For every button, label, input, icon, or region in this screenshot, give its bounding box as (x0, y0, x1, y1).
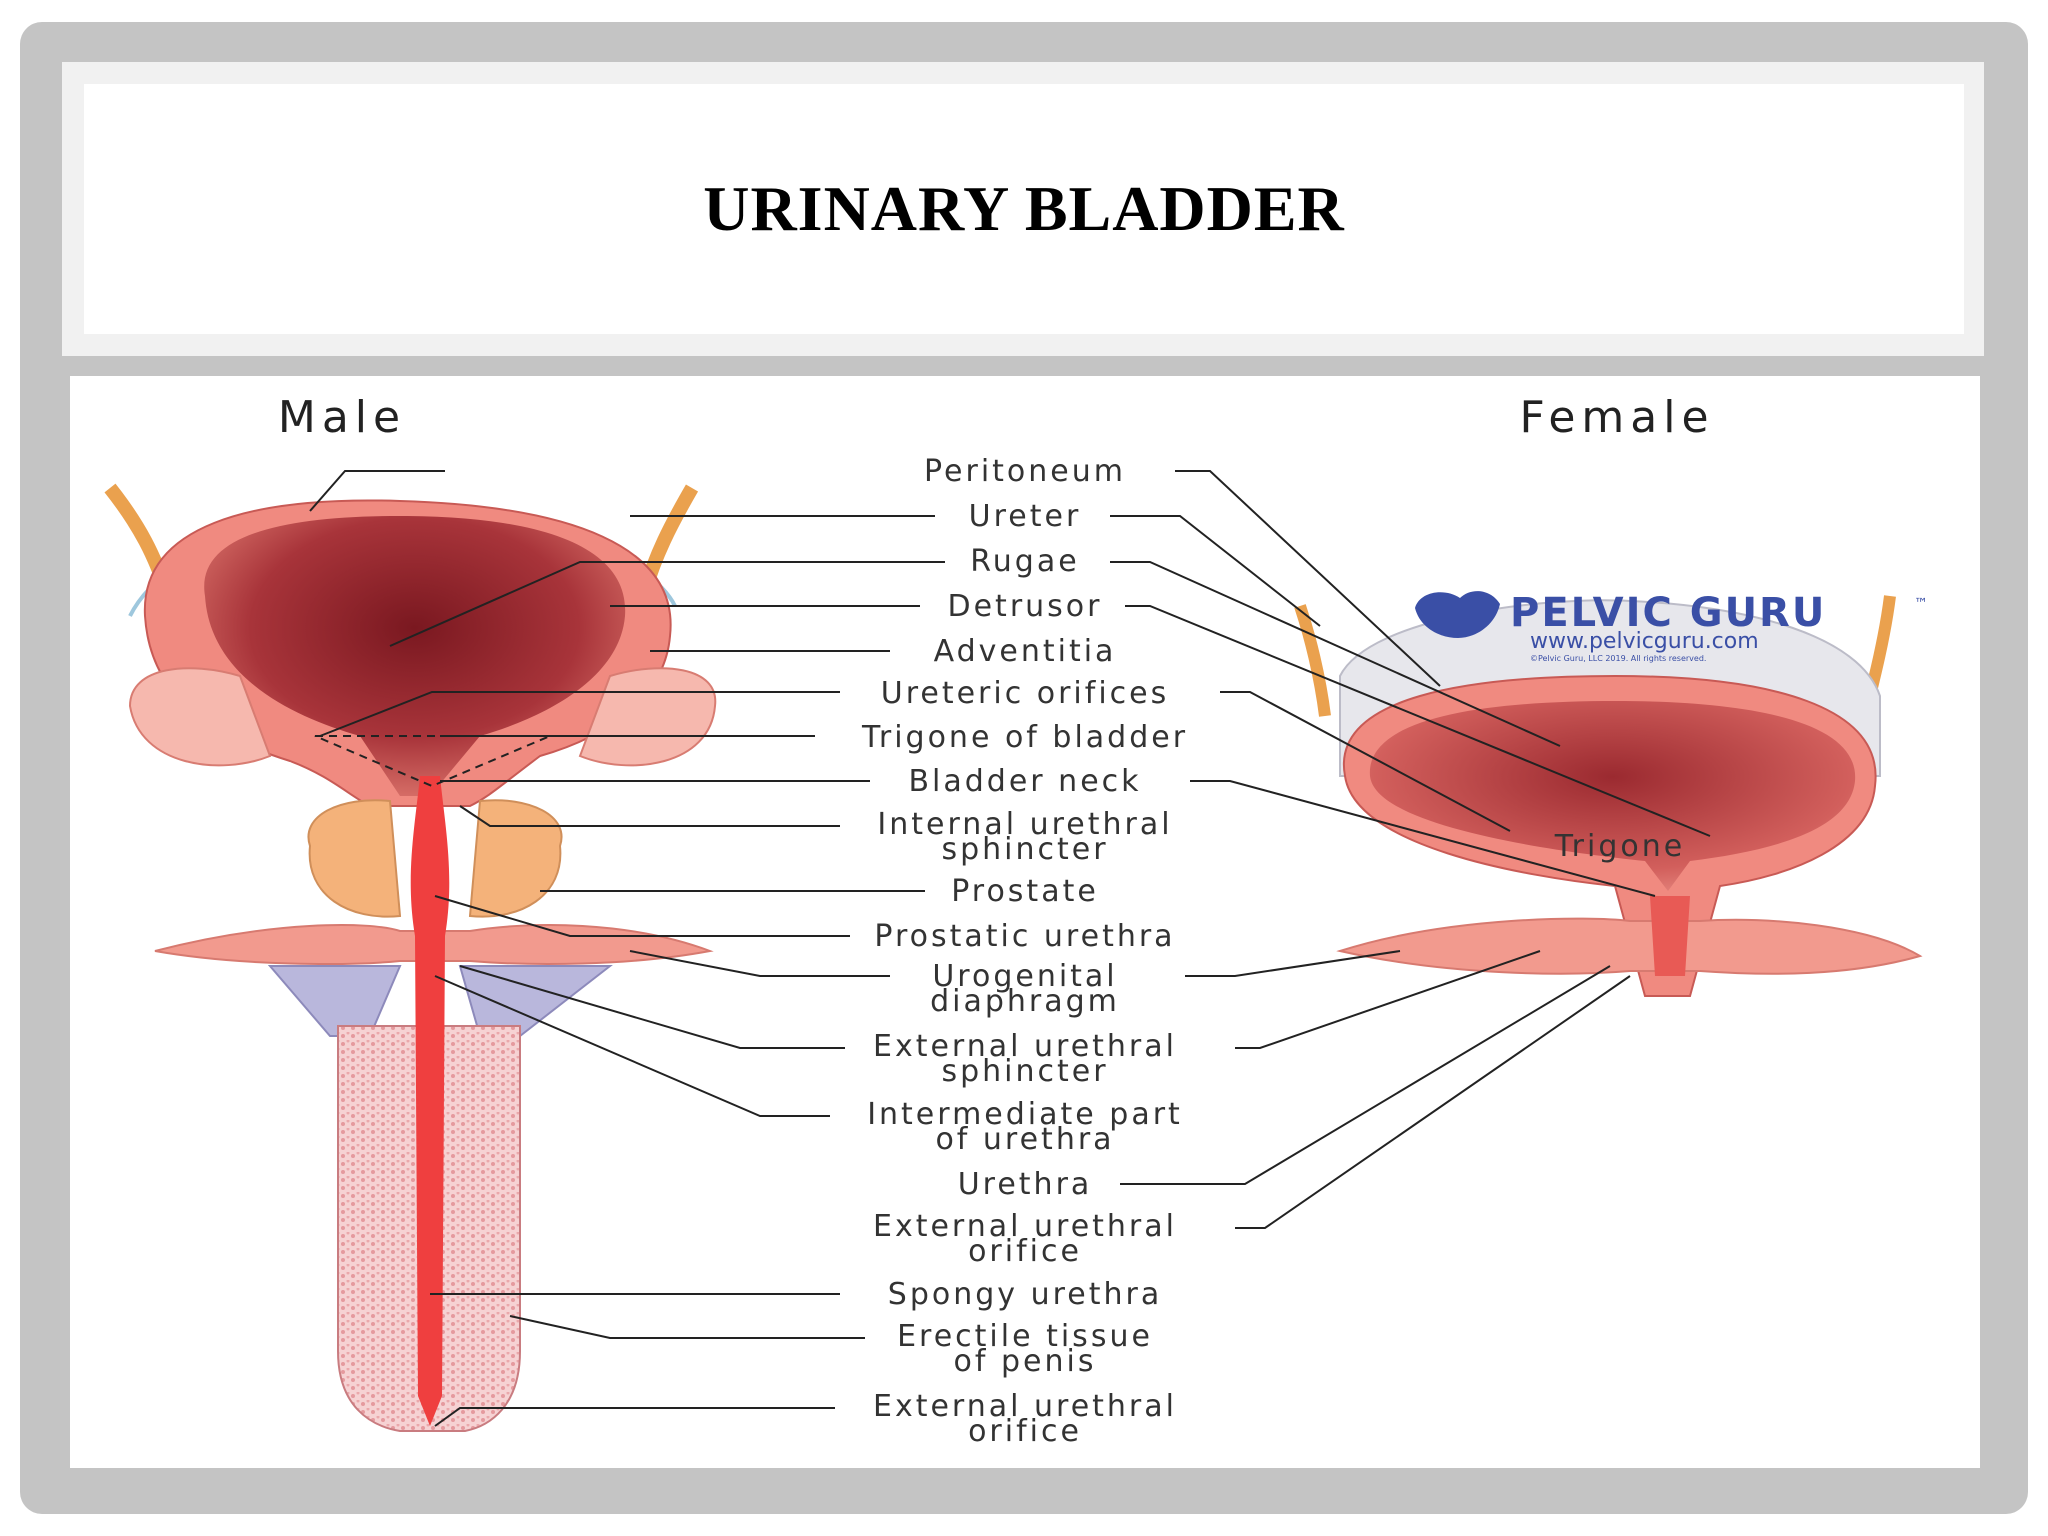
label-external-sphincter-1: External urethral (873, 1029, 1177, 1064)
label-prostatic-urethra: Prostatic urethra (874, 919, 1175, 954)
watermark-tm: ™ (1914, 596, 1928, 612)
leader-ureter-female (1110, 515, 1321, 627)
label-ureteric-orifices: Ureteric orifices (881, 676, 1170, 711)
leader-ureteric-orifices-male (319, 691, 840, 737)
label-external-orifice-2: orifice (968, 1234, 1082, 1269)
male-heading: Male (278, 392, 406, 443)
pelvic-guru-watermark: PELVIC GURU ™ www.pelvicguru.com ©Pelvic… (1415, 590, 1928, 663)
watermark-brand: PELVIC GURU (1510, 590, 1826, 636)
leader-rugae-male (389, 561, 945, 647)
pelvis-logo-icon (1415, 591, 1500, 638)
male-trigone-outline (314, 735, 551, 788)
bladder-diagram-svg: Male Female (104, 392, 1928, 1449)
male-seminal-vesicles (128, 667, 272, 767)
label-peritoneum: Peritoneum (924, 454, 1126, 489)
label-ureter: Ureter (969, 499, 1082, 534)
label-erectile-2: of penis (954, 1344, 1097, 1379)
label-intermediate-2: of urethra (935, 1122, 1114, 1157)
female-urethra (1650, 896, 1690, 976)
label-external-orifice-1: External urethral (873, 1209, 1177, 1244)
label-external-sphincter-2: sphincter (941, 1054, 1108, 1089)
label-internal-sphincter-1: Internal urethral (877, 807, 1172, 842)
label-urogenital-2: diaphragm (930, 984, 1120, 1019)
leader-rugae-female (1110, 561, 1561, 747)
leader-prostatic-urethra (434, 895, 850, 937)
leader-ureteric-orifices-female (1220, 691, 1511, 832)
label-intermediate-1: Intermediate part (867, 1097, 1183, 1132)
label-urethra: Urethra (958, 1167, 1093, 1202)
leader-urogenital-diaphragm-female (1185, 950, 1401, 977)
female-left-ureter (1294, 604, 1331, 717)
leader-peritoneum-male (309, 470, 445, 512)
watermark-url: www.pelvicguru.com (1530, 629, 1759, 654)
leader-bladder-neck-female (1190, 780, 1656, 897)
label-bladder-neck: Bladder neck (908, 764, 1141, 799)
female-heading: Female (1519, 392, 1714, 443)
watermark-copyright: ©Pelvic Guru, LLC 2019. All rights reser… (1530, 654, 1706, 663)
leader-peritoneum-female (1175, 470, 1441, 687)
label-adventitia: Adventitia (934, 634, 1117, 669)
leader-urogenital-diaphragm-male (629, 950, 890, 977)
anatomy-figure: Male Female (70, 376, 1980, 1468)
label-external-orifice-b-1: External urethral (873, 1389, 1177, 1424)
leader-internal-sphincter (459, 805, 840, 827)
male-bladder-illustration (104, 483, 717, 1432)
label-urogenital-1: Urogenital (932, 959, 1117, 994)
male-prostate-right (468, 799, 563, 918)
leader-external-sphincter-male (459, 965, 845, 1049)
leader-external-orifice-male (434, 1407, 835, 1427)
label-internal-sphincter-2: sphincter (941, 832, 1108, 867)
leader-urethra-female (1120, 965, 1611, 1185)
central-labels: Peritoneum Ureter Rugae Detrusor Adventi… (861, 454, 1188, 1449)
label-external-orifice-b-2: orifice (968, 1414, 1082, 1449)
leader-detrusor-female (1125, 605, 1711, 837)
label-detrusor: Detrusor (948, 589, 1103, 624)
label-spongy-urethra: Spongy urethra (888, 1277, 1162, 1312)
label-erectile-1: Erectile tissue (897, 1319, 1153, 1354)
female-trigone-label: Trigone (1554, 829, 1685, 864)
label-rugae: Rugae (970, 544, 1079, 579)
female-urogenital-diaphragm (1336, 917, 1923, 975)
label-prostate: Prostate (951, 874, 1099, 909)
male-prostate (307, 799, 402, 918)
title-panel: URINARY BLADDER (84, 84, 1964, 334)
male-urethra (410, 776, 450, 1426)
leader-intermediate-part (434, 975, 830, 1117)
leader-external-orifice-female (1235, 975, 1631, 1229)
leader-erectile-tissue (509, 1315, 865, 1339)
label-trigone-of-bladder: Trigone of bladder (861, 720, 1188, 755)
leader-external-sphincter-female (1235, 950, 1541, 1049)
leader-lines (309, 470, 1711, 1427)
slide-title: URINARY BLADDER (703, 173, 1345, 244)
male-bladder-lumen (204, 516, 626, 796)
